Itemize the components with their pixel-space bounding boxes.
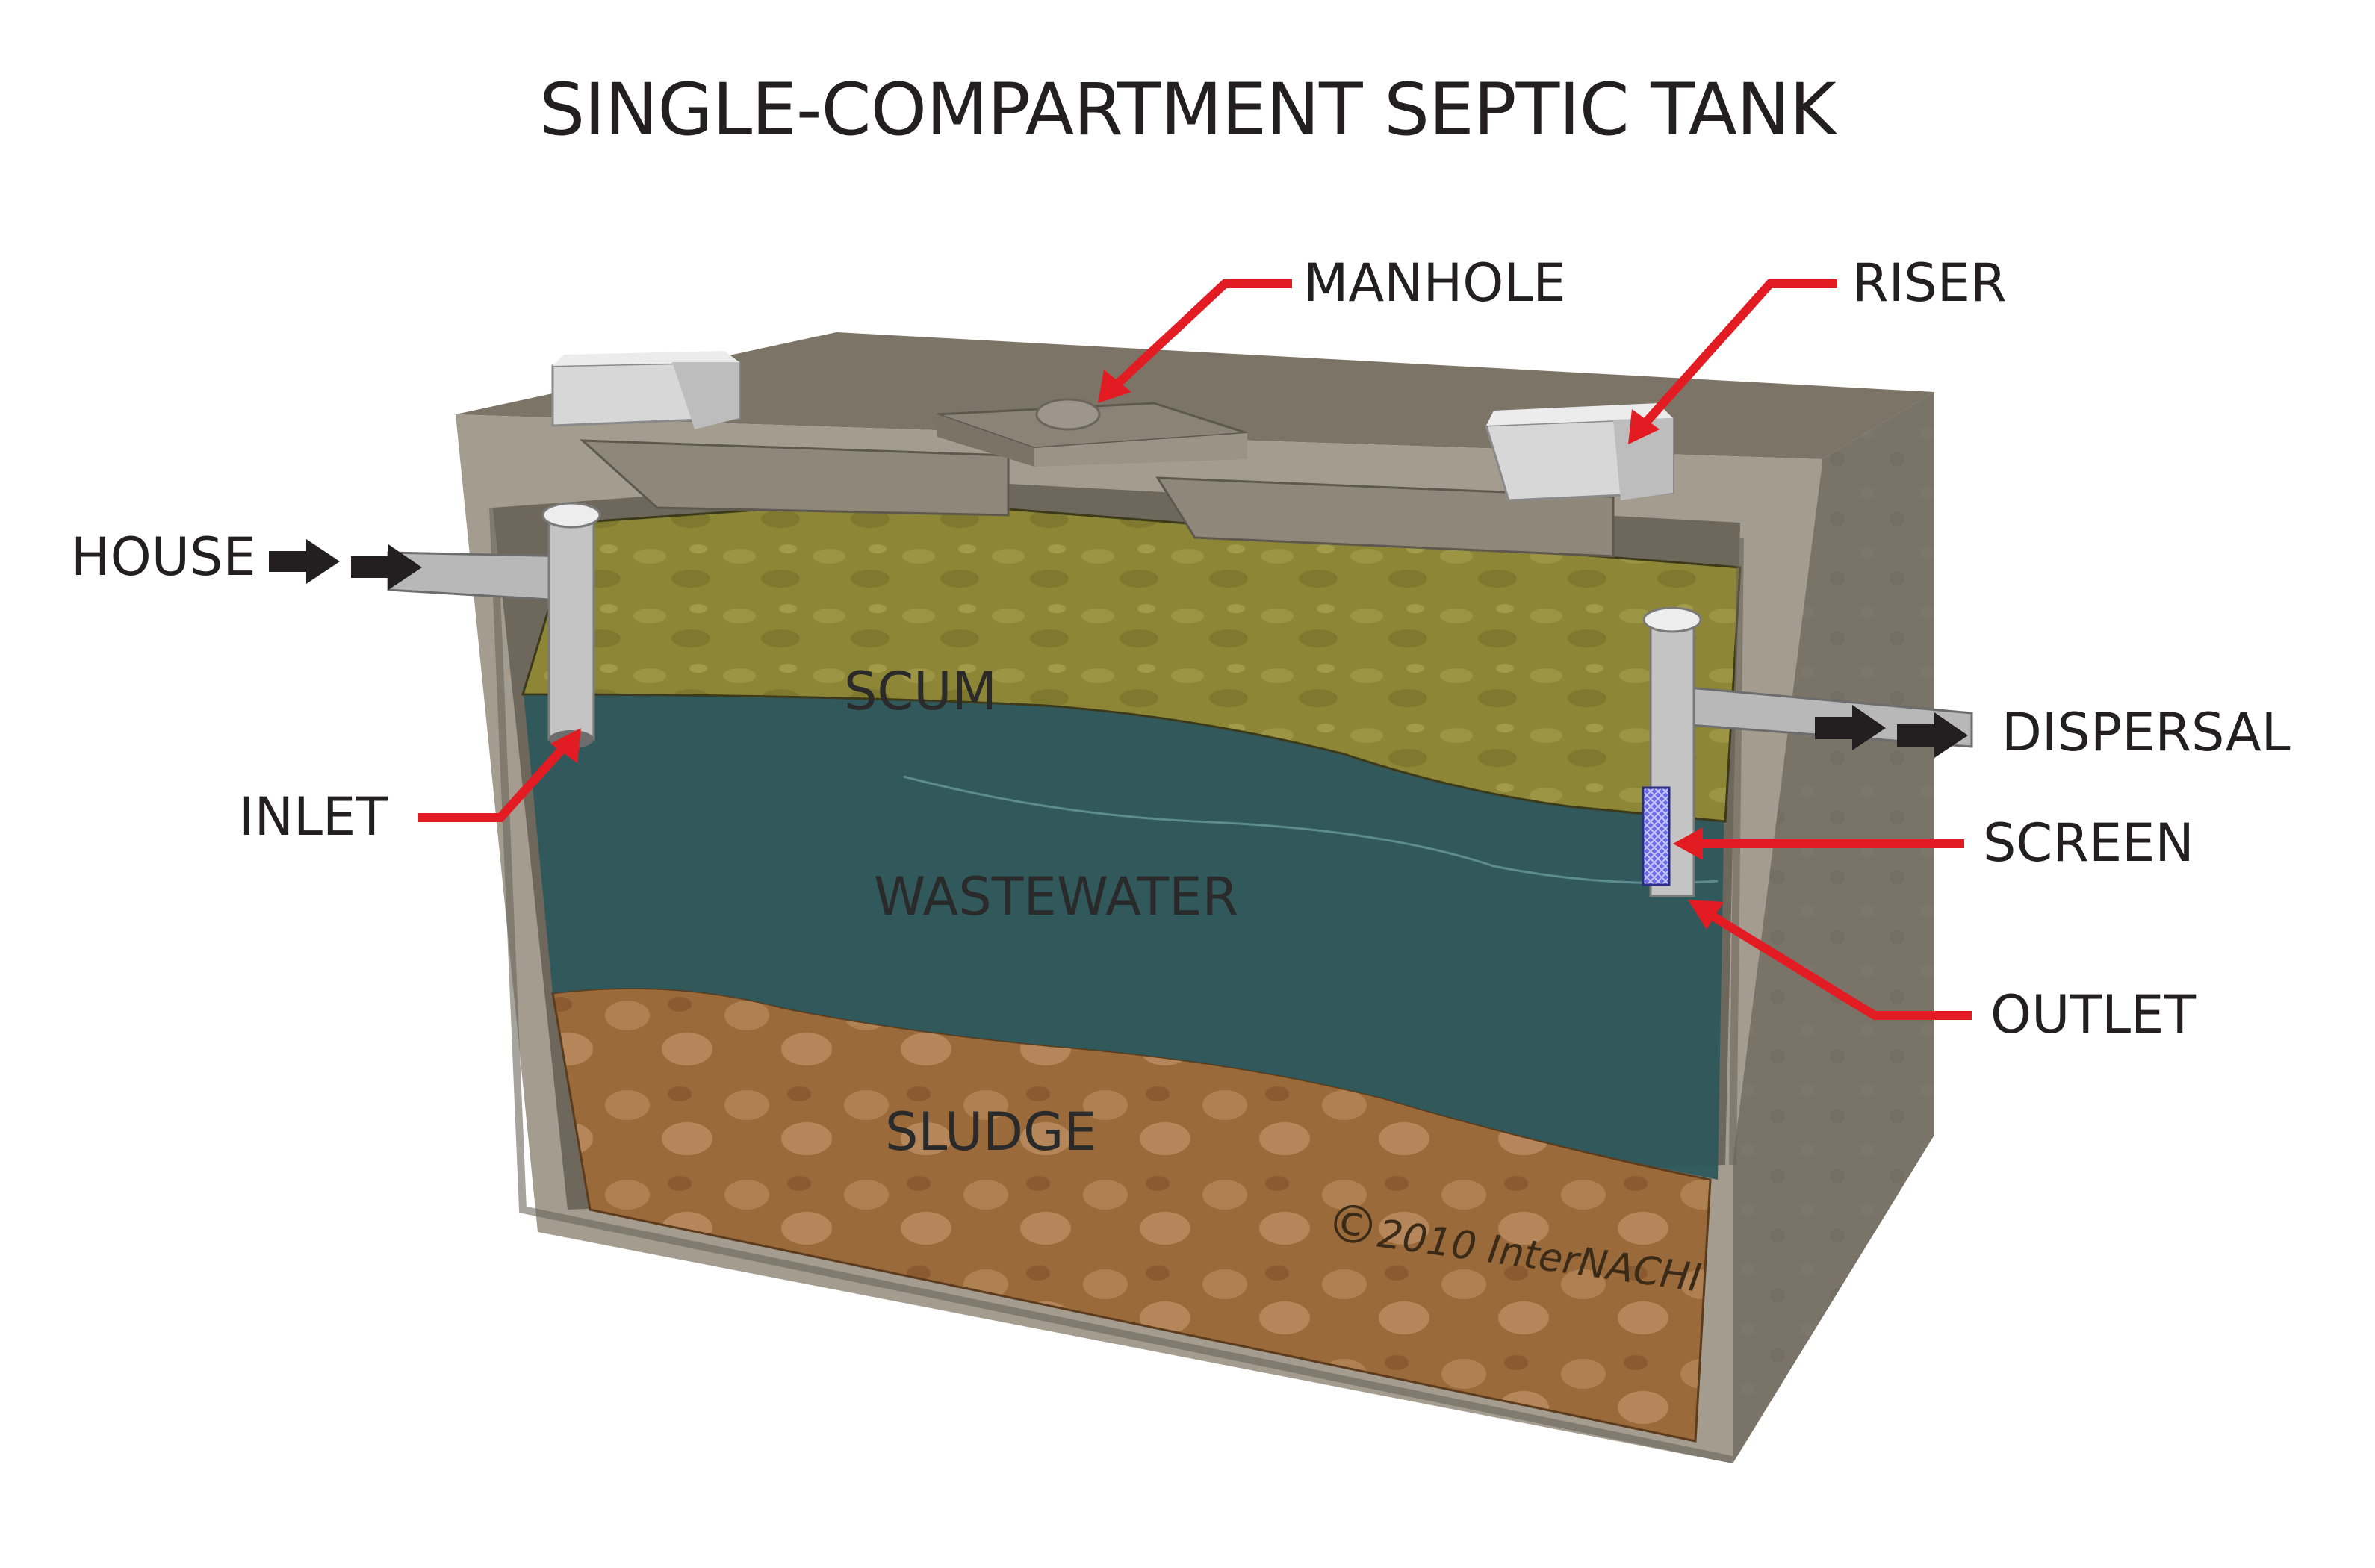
flow-arrow [269, 539, 340, 584]
callout-arrow [1707, 910, 1972, 1020]
label-dispersal: DISPERSAL [2002, 702, 2291, 763]
callout-screen: SCREEN [1673, 812, 2194, 874]
label-manhole: MANHOLE [1303, 252, 1566, 314]
callout-manhole: MANHOLE [1098, 252, 1566, 403]
wastewater-layer [523, 687, 1725, 1180]
diagram-title: SINGLE-COMPARTMENT SEPTIC TANK [539, 68, 1838, 152]
callout-arrow [1639, 279, 1837, 429]
label-outlet: OUTLET [1990, 984, 2196, 1045]
callout-dispersal: DISPERSAL [1815, 702, 2291, 763]
scum-layer [521, 499, 1742, 823]
screen-filter [1642, 786, 1671, 886]
flow-arrow [1897, 712, 1968, 758]
riser-left [551, 351, 741, 429]
label-screen: SCREEN [1983, 812, 2194, 874]
label-inlet: INLET [239, 786, 388, 847]
manhole-knob [1035, 398, 1101, 431]
callout-outlet: OUTLET [1688, 900, 2196, 1045]
layer-label-scum: SCUM [844, 661, 997, 722]
layer-label-wastewater: WASTEWATER [874, 866, 1238, 927]
callout-house: HOUSE [71, 526, 422, 590]
callout-arrow [1109, 279, 1292, 392]
copyright-symbol: © [1323, 1191, 1383, 1259]
flow-arrow [351, 544, 422, 590]
label-riser: RISER [1852, 252, 2007, 314]
riser-right [1485, 403, 1674, 502]
callout-arrow [418, 739, 571, 822]
callout-riser: RISER [1628, 252, 2007, 444]
layer-label-sludge: SLUDGE [885, 1101, 1097, 1163]
flow-arrow [1815, 705, 1886, 750]
callout-inlet: INLET [239, 728, 581, 847]
ceiling-beam-right [1155, 476, 1615, 558]
ceiling-beam-left [579, 439, 1010, 517]
tank-right-wall [1733, 392, 1934, 1463]
label-house: HOUSE [71, 526, 256, 588]
